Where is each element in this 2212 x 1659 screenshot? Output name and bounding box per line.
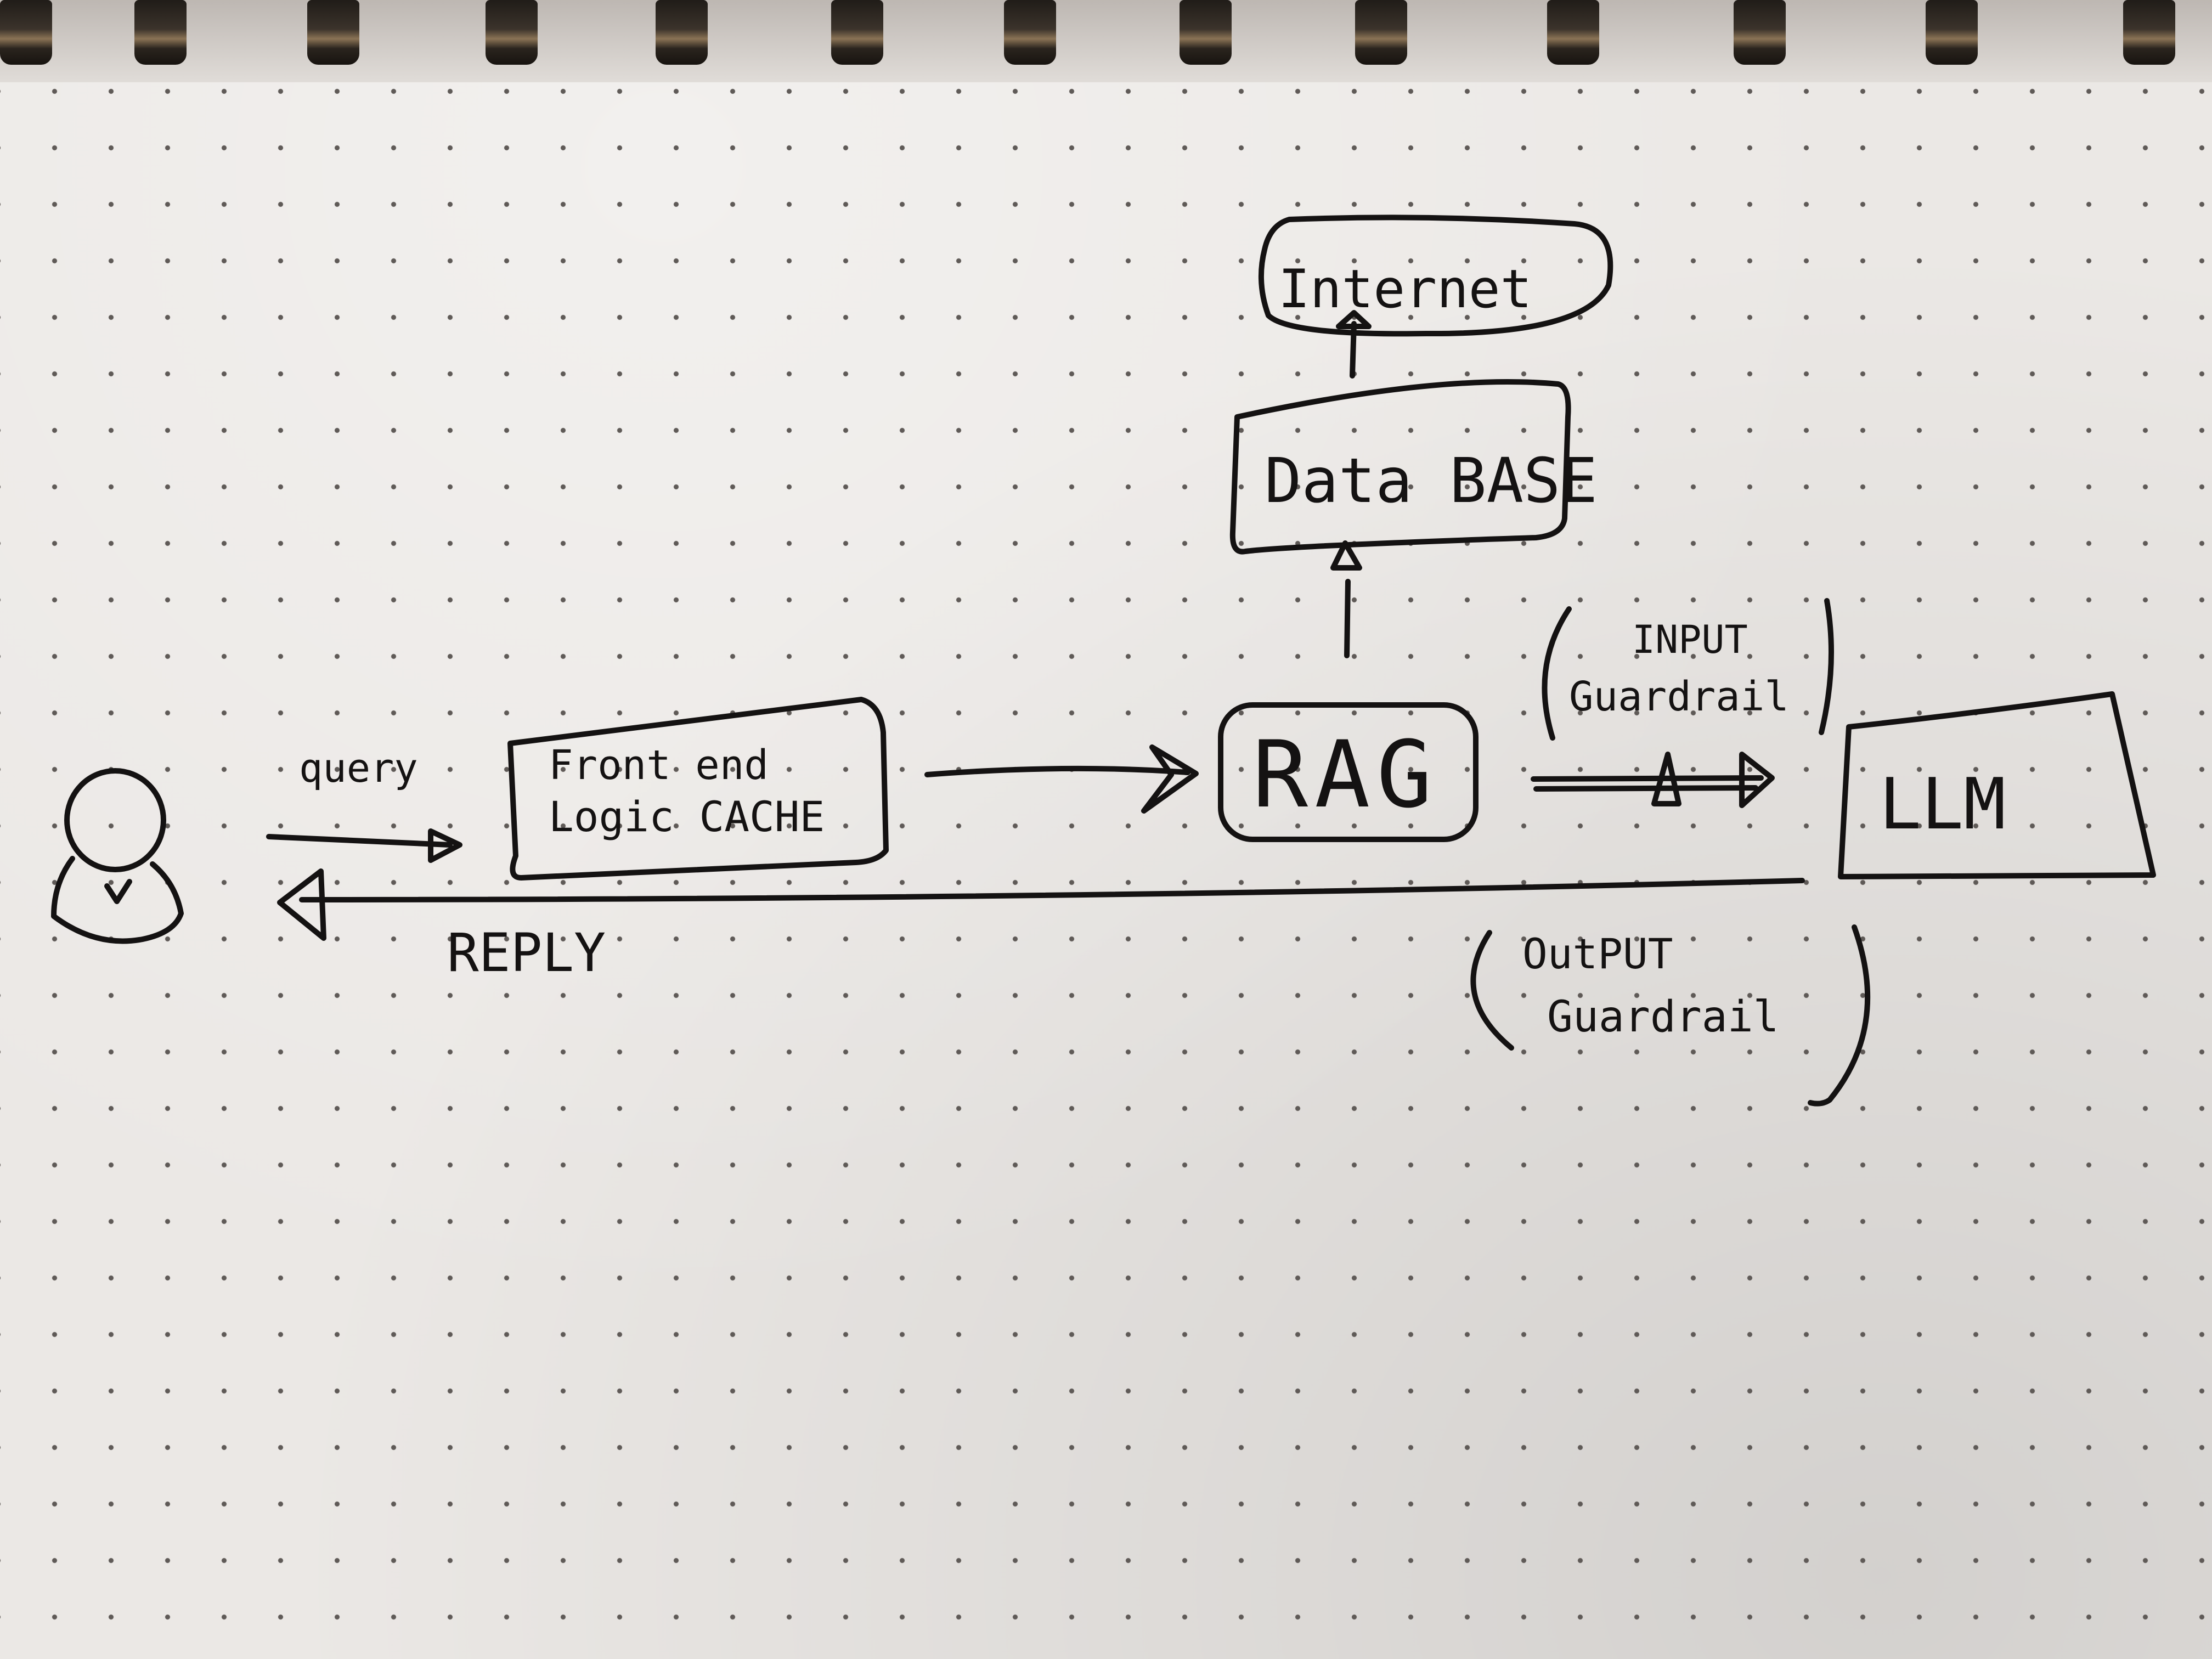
query-arrow	[266, 828, 462, 863]
binding-ring	[1547, 0, 1599, 65]
binding-ring	[831, 0, 883, 65]
input-guardrail-annotation: INPUT Guardrail	[1542, 598, 1834, 741]
database-box[interactable]: Data BASE	[1229, 379, 1598, 555]
binding-ring	[1180, 0, 1232, 65]
binding-ring	[307, 0, 359, 65]
database-to-internet-arrow	[1336, 310, 1372, 379]
rag-to-database-arrow	[1330, 540, 1362, 658]
frontend-to-rag-arrow	[924, 744, 1199, 814]
binding-ring	[656, 0, 708, 65]
llm-label: LLM	[1879, 764, 2006, 845]
binding-ring	[134, 0, 187, 65]
internet-label: Internet	[1278, 258, 1532, 320]
reply-label: REPLY	[447, 922, 606, 984]
binding-ring	[1004, 0, 1056, 65]
output-guardrail-annotation: OutPUT Guardrail	[1470, 924, 1871, 1107]
frontend-box[interactable]: Front end Logic CACHE	[507, 697, 889, 881]
rag-box[interactable]: RAG	[1218, 702, 1479, 842]
reply-arrow	[277, 868, 1805, 941]
binding-ring	[2123, 0, 2175, 65]
internet-node[interactable]: Internet	[1258, 215, 1613, 337]
binding-ring	[486, 0, 538, 65]
output-label: OutPUT	[1522, 929, 1673, 978]
query-label: query	[299, 745, 418, 791]
user-icon	[51, 768, 184, 944]
frontend-label: Front end	[549, 742, 769, 789]
input-label: INPUT	[1632, 617, 1748, 662]
input-guardrail-arrow	[1531, 752, 1775, 808]
spiral-binding	[0, 0, 2212, 82]
cache-label: Logic CACHE	[549, 792, 825, 841]
database-label: Data BASE	[1265, 445, 1598, 517]
rag-label: RAG	[1252, 721, 1438, 828]
input-guardrail-label: Guardrail	[1569, 673, 1789, 720]
binding-ring	[1926, 0, 1978, 65]
llm-box[interactable]: LLM	[1838, 691, 2156, 879]
binding-ring	[1355, 0, 1407, 65]
output-guardrail-label: Guardrail	[1547, 992, 1779, 1042]
binding-ring	[0, 0, 52, 65]
binding-ring	[1734, 0, 1786, 65]
